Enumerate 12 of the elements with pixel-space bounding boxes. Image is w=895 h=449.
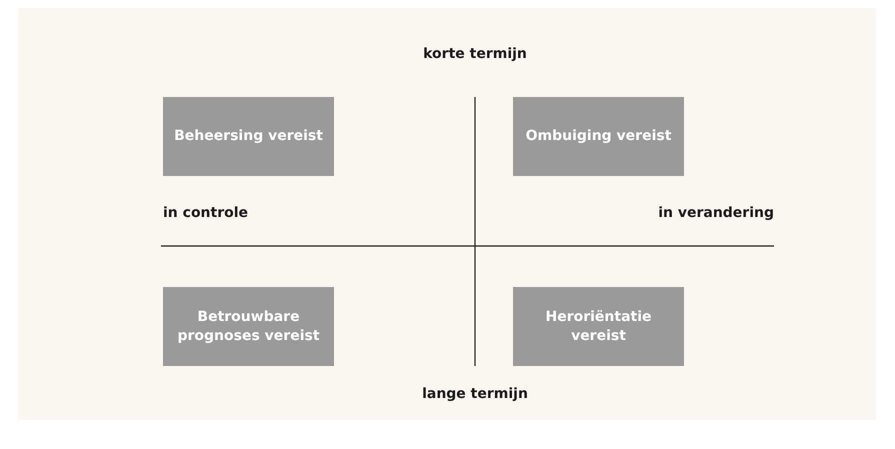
quadrant-box [163,287,334,366]
quadrant-label: Betrouwbare prognoses vereist [176,308,321,345]
axis-label: in verandering [658,205,774,221]
quadrant-box [513,287,684,366]
quadrant-label: Beheersing vereist [174,127,323,146]
quadrant-label: Ombuiging vereist [526,127,672,146]
axis-label: in controle [163,205,248,221]
quadrant-box [513,97,684,176]
quadrant-box [163,97,334,176]
quadrant-label: Heroriëntatie vereist [544,308,653,345]
axis-label: korte termijn [423,46,527,62]
axis-label: lange termijn [422,386,528,402]
